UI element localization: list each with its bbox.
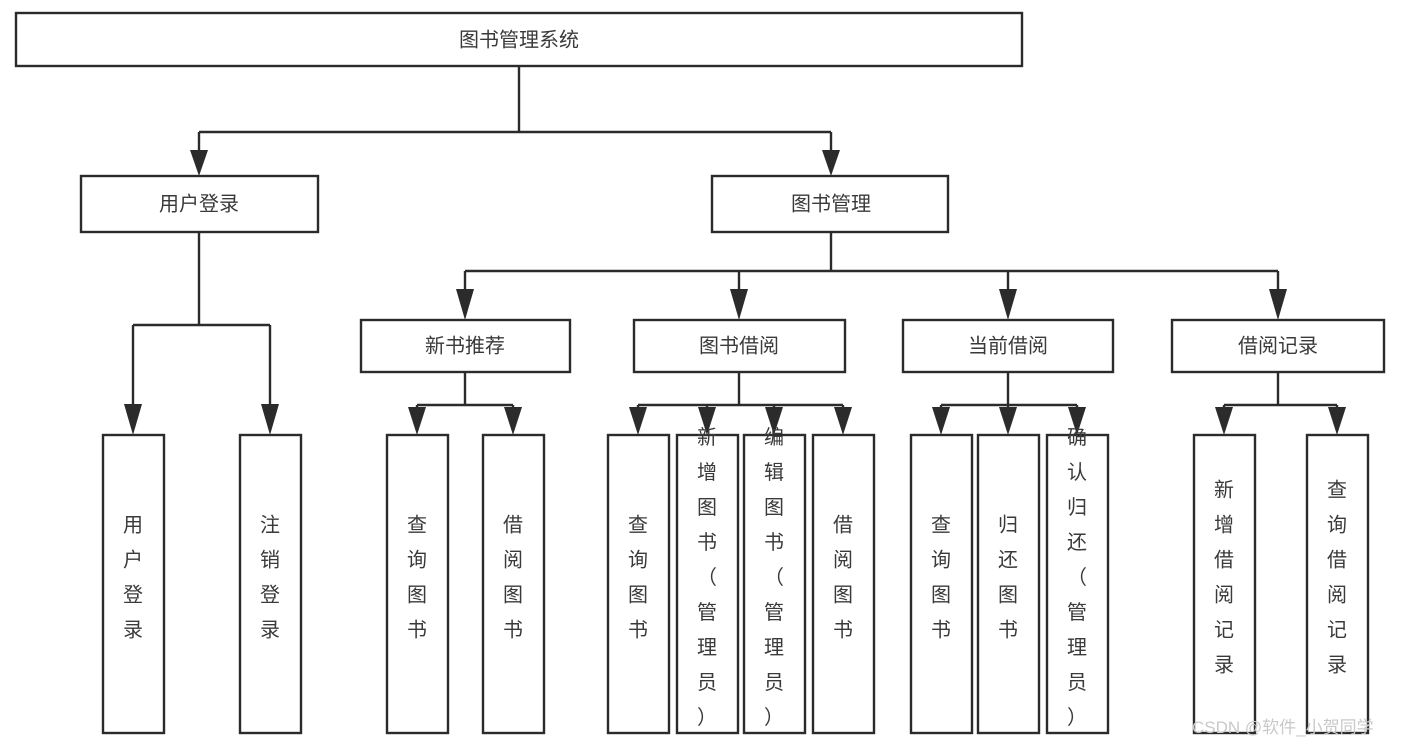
leaf-bookborrow-4-label: 借阅图书 bbox=[833, 514, 853, 642]
leaf-node[interactable]: 查询借阅记录 bbox=[1305, 433, 1370, 735]
arrow-to-currentborrow bbox=[999, 289, 1017, 320]
arrow-to-user-login bbox=[190, 150, 208, 176]
arrow-to-bookborrow bbox=[730, 289, 748, 320]
arrow-leaf-newbook-2 bbox=[504, 407, 522, 435]
leaf-newbook-2-box[interactable] bbox=[481, 433, 546, 735]
leaf-borrowrecord-2-box[interactable] bbox=[1305, 433, 1370, 735]
node-root-label: 图书管理系统 bbox=[459, 28, 579, 51]
leaf-node[interactable]: 归还图书 bbox=[976, 433, 1041, 735]
node-new-book-recommend[interactable]: 新书推荐 bbox=[359, 318, 572, 374]
node-book-borrow-label: 图书借阅 bbox=[699, 334, 779, 357]
arrow-leaf-bookborrow-1 bbox=[629, 407, 647, 435]
leaf-node[interactable]: 新增借阅记录 bbox=[1192, 433, 1257, 735]
node-root-box[interactable] bbox=[14, 11, 1024, 68]
arrow-leaf-currentborrow-1 bbox=[932, 407, 950, 435]
node-book-management[interactable]: 图书管理 bbox=[710, 174, 950, 234]
node-user-login-box[interactable] bbox=[79, 174, 320, 234]
arrow-leaf-bookborrow-2 bbox=[698, 407, 716, 435]
node-user-login-label: 用户登录 bbox=[159, 192, 239, 215]
leaf-node[interactable]: 确认归还（管理员） bbox=[1045, 426, 1110, 735]
csdn-watermark: CSDN @软件_小贺同学 bbox=[1192, 718, 1374, 737]
leaf-user-login-1-label: 用户登录 bbox=[123, 515, 143, 642]
leaf-bookborrow-1-box[interactable] bbox=[606, 433, 671, 735]
leaf-currentborrow-1-box[interactable] bbox=[909, 433, 974, 735]
arrow-leaf-currentborrow-3 bbox=[1068, 407, 1086, 435]
leaf-bookborrow-1-label: 查询图书 bbox=[628, 514, 648, 642]
node-user-login[interactable]: 用户登录 bbox=[79, 174, 320, 234]
arrow-leaf-borrowrecord-2 bbox=[1328, 407, 1346, 435]
leaf-bookborrow-2-box[interactable] bbox=[675, 433, 740, 735]
leaf-currentborrow-1-label: 查询图书 bbox=[931, 514, 951, 642]
leaf-node[interactable]: 查询图书 bbox=[606, 433, 671, 735]
leaf-user-login-2-box[interactable] bbox=[238, 433, 303, 735]
node-current-borrow[interactable]: 当前借阅 bbox=[901, 318, 1115, 374]
arrow-leaf-bookborrow-3 bbox=[765, 407, 783, 435]
node-root[interactable]: 图书管理系统 bbox=[14, 11, 1024, 68]
leaf-node[interactable]: 注销登录 bbox=[238, 433, 303, 735]
leaf-bookborrow-3-label: 编辑图书（管理员） bbox=[764, 426, 784, 729]
leaf-node[interactable]: 借阅图书 bbox=[811, 433, 876, 735]
leaf-newbook-1-box[interactable] bbox=[385, 433, 450, 735]
leaf-newbook-2-label: 借阅图书 bbox=[503, 514, 523, 642]
node-borrow-record[interactable]: 借阅记录 bbox=[1170, 318, 1386, 374]
leaf-node[interactable]: 查询图书 bbox=[909, 433, 974, 735]
node-book-management-box[interactable] bbox=[710, 174, 950, 234]
leaf-currentborrow-3-label: 确认归还（管理员） bbox=[1067, 426, 1087, 729]
leaf-user-login-1-box[interactable] bbox=[101, 433, 166, 735]
arrow-to-book-mgmt bbox=[822, 150, 840, 176]
leaf-currentborrow-3-box[interactable] bbox=[1045, 433, 1110, 735]
leaf-borrowrecord-1-box[interactable] bbox=[1192, 433, 1257, 735]
node-book-borrow[interactable]: 图书借阅 bbox=[632, 318, 847, 374]
leaf-node[interactable]: 编辑图书（管理员） bbox=[742, 426, 807, 735]
arrow-leaf-user-login-1 bbox=[124, 404, 142, 435]
leaf-currentborrow-2-label: 归还图书 bbox=[998, 514, 1018, 642]
node-current-borrow-box[interactable] bbox=[901, 318, 1115, 374]
leaf-currentborrow-2-box[interactable] bbox=[976, 433, 1041, 735]
leaf-bookborrow-2-label: 新增图书（管理员） bbox=[697, 426, 717, 729]
node-new-book-recommend-box[interactable] bbox=[359, 318, 572, 374]
leaf-node[interactable]: 用户登录 bbox=[101, 433, 166, 735]
leaf-borrowrecord-1-label: 新增借阅记录 bbox=[1214, 479, 1234, 677]
leaf-node[interactable]: 查询图书 bbox=[385, 433, 450, 735]
arrow-leaf-newbook-1 bbox=[408, 407, 426, 435]
node-new-book-recommend-label: 新书推荐 bbox=[425, 334, 505, 357]
node-current-borrow-label: 当前借阅 bbox=[968, 334, 1048, 357]
arrow-leaf-currentborrow-2 bbox=[999, 407, 1017, 435]
leaf-node[interactable]: 借阅图书 bbox=[481, 433, 546, 735]
arrow-leaf-borrowrecord-1 bbox=[1215, 407, 1233, 435]
node-borrow-record-box[interactable] bbox=[1170, 318, 1386, 374]
node-book-management-label: 图书管理 bbox=[791, 192, 871, 215]
leaf-bookborrow-3-box[interactable] bbox=[742, 433, 807, 735]
node-book-borrow-box[interactable] bbox=[632, 318, 847, 374]
leaf-user-login-2-label: 注销登录 bbox=[260, 514, 280, 642]
leaf-newbook-1-label: 查询图书 bbox=[407, 514, 427, 642]
arrow-leaf-user-login-2 bbox=[261, 404, 279, 435]
leaf-bookborrow-4-box[interactable] bbox=[811, 433, 876, 735]
arrow-to-newbook bbox=[456, 289, 474, 320]
node-borrow-record-label: 借阅记录 bbox=[1238, 334, 1318, 357]
leaf-borrowrecord-2-label: 查询借阅记录 bbox=[1327, 479, 1347, 677]
arrow-leaf-bookborrow-4 bbox=[834, 407, 852, 435]
leaf-node[interactable]: 新增图书（管理员） bbox=[675, 426, 740, 735]
arrow-to-borrowrecord bbox=[1269, 289, 1287, 320]
connector-layer bbox=[124, 65, 1346, 435]
